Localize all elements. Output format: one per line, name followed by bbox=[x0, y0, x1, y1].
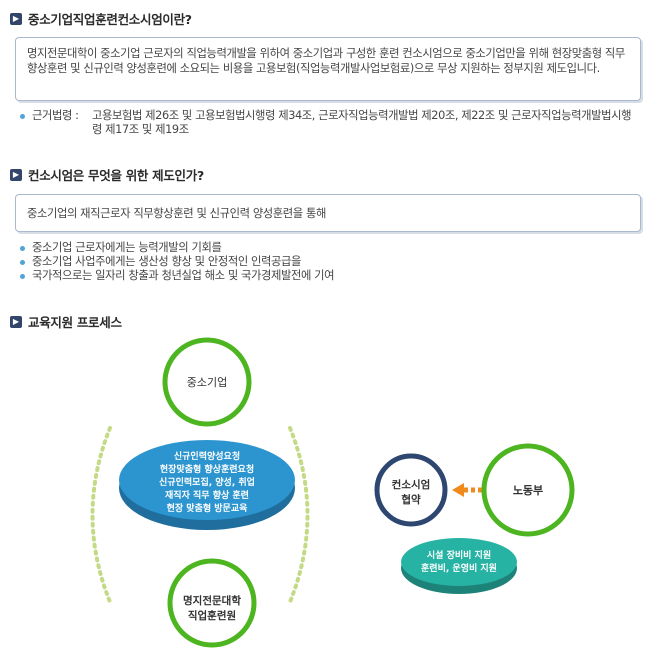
center-disc bbox=[119, 440, 295, 520]
list-item: 국가적으로는 일자리 창출과 청년실업 해소 및 국가경제발전에 기여 bbox=[20, 269, 335, 283]
support-disc bbox=[401, 538, 517, 586]
list-item: 중소기업 근로자에게는 능력개발의 기회를 bbox=[20, 241, 334, 255]
support-disc-line: 훈련비, 운영비 지원 bbox=[421, 562, 497, 574]
law-text: 고용보험법 제26조 및 고용보험법시행령 제34조, 근로자직업능력개발법 제… bbox=[92, 109, 632, 136]
chevron-right-icon: ▶ bbox=[10, 12, 22, 25]
circle-college-label-1: 명지전문대학 bbox=[183, 594, 241, 607]
circle-sme bbox=[162, 337, 252, 427]
section-title: 교육지원 프로세스 bbox=[28, 315, 122, 330]
purpose-box: 중소기업의 재직근로자 직무향상훈련 및 신규인력 양성훈련을 통해 bbox=[15, 194, 641, 232]
center-disc-line: 신규인력모집, 양성, 취업 bbox=[159, 476, 255, 488]
bullet-dot bbox=[20, 114, 25, 119]
right-dashed-bracket bbox=[288, 426, 310, 604]
section-heading-consortium: ▶ 중소기업직업훈련컨소시엄이란? bbox=[10, 9, 192, 28]
circle-labor-ministry bbox=[481, 443, 575, 537]
circle-consortium bbox=[374, 453, 448, 527]
circle-college bbox=[167, 558, 257, 648]
support-disc-line: 시설 장비비 지원 bbox=[427, 549, 491, 561]
purpose-text: 중소기업의 재직근로자 직무향상훈련 및 신규인력 양성훈련을 통해 bbox=[27, 207, 326, 220]
center-disc-line: 현장 맞춤형 방문교육 bbox=[167, 502, 248, 514]
chevron-right-icon: ▶ bbox=[10, 168, 22, 181]
purpose-list: 중소기업 근로자에게는 능력개발의 기회를 중소기업 사업주에게는 생산성 향상… bbox=[20, 241, 335, 283]
section-title: 컨소시엄은 무엇을 위한 제도인가? bbox=[28, 168, 204, 183]
circle-consortium-label-2: 협약 bbox=[401, 493, 421, 506]
section-heading-purpose: ▶ 컨소시엄은 무엇을 위한 제도인가? bbox=[10, 165, 204, 184]
circle-sme-label: 중소기업 bbox=[187, 376, 227, 389]
circle-consortium-label-1: 컨소시엄 bbox=[392, 478, 431, 491]
arrow-left-icon bbox=[452, 483, 464, 497]
center-disc-line: 신규인력양성요청 bbox=[174, 450, 240, 462]
section-title: 중소기업직업훈련컨소시엄이란? bbox=[28, 12, 192, 27]
definition-box: 명지전문대학이 중소기업 근로자의 직업능력개발을 위하여 중소기업과 구성한 … bbox=[15, 37, 641, 101]
chevron-right-icon: ▶ bbox=[10, 315, 22, 328]
circle-college-label-2: 직업훈련원 bbox=[188, 609, 236, 622]
definition-text: 명지전문대학이 중소기업 근로자의 직업능력개발을 위하여 중소기업과 구성한 … bbox=[27, 47, 625, 75]
section-heading-process: ▶ 교육지원 프로세스 bbox=[10, 312, 122, 331]
circle-labor-ministry-label: 노동부 bbox=[513, 484, 543, 497]
center-disc-line: 현장맞춤형 향상훈련요청 bbox=[160, 463, 254, 475]
list-item: 중소기업 사업주에게는 생산성 향상 및 안정적인 인력공급을 bbox=[20, 255, 334, 269]
left-dashed-bracket bbox=[90, 426, 112, 604]
law-label: 근거법령 : bbox=[32, 109, 79, 122]
center-disc-line: 재직자 직무 향상 훈련 bbox=[165, 489, 249, 501]
law-basis: 근거법령 : 고용보험법 제26조 및 고용보험법시행령 제34조, 근로자직업… bbox=[20, 109, 640, 137]
process-diagram: 중소기업 명지전문대학 직업훈련원 신규인력양성요청 현장맞춤형 향상훈련요청 … bbox=[90, 337, 575, 648]
